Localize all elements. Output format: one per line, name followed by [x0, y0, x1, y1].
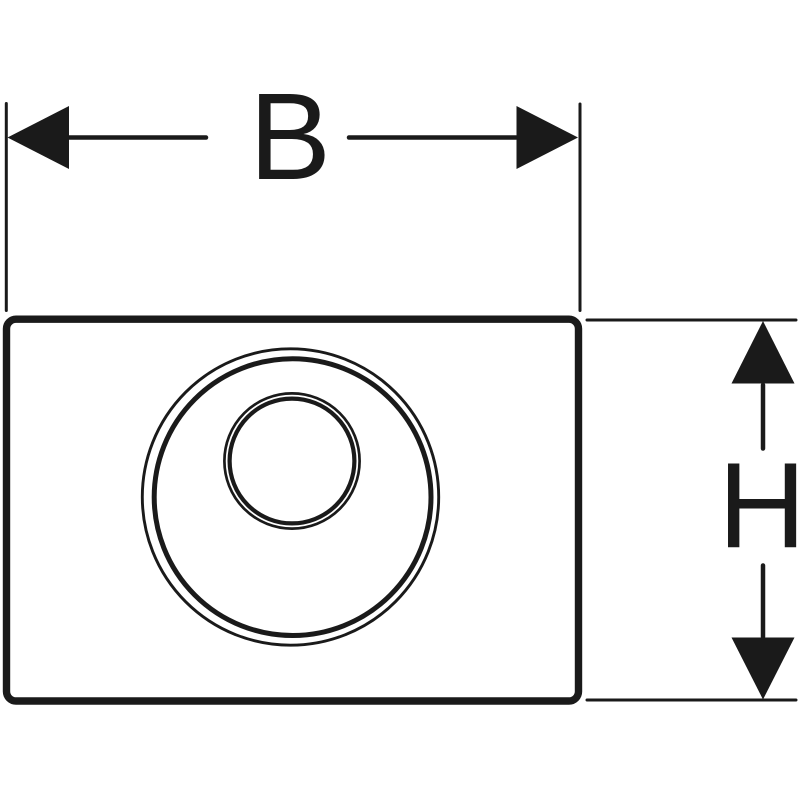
- svg-text:B: B: [249, 69, 331, 206]
- svg-text:H: H: [718, 438, 800, 574]
